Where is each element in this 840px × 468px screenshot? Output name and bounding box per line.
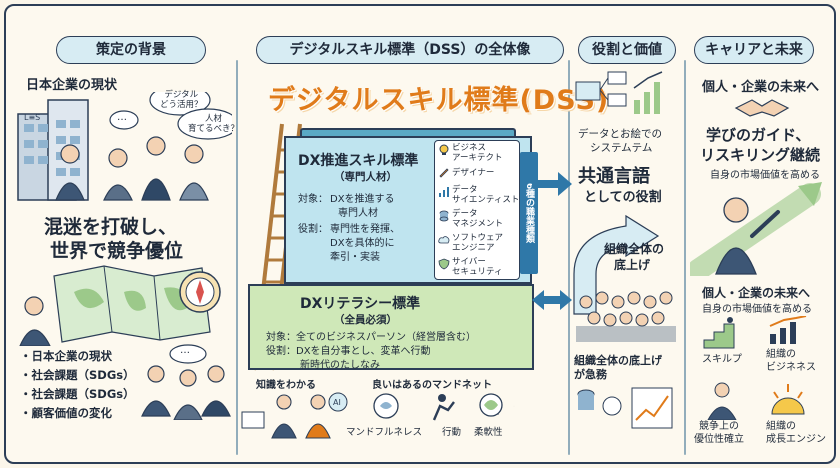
analytics-illustration (577, 387, 673, 429)
role-software-engineer: ソフトウェア エンジニア (452, 233, 504, 253)
arrow-text-1: 組織全体の (604, 242, 665, 256)
common-language: 共通言語 (578, 166, 650, 187)
growth-chart-icon (769, 316, 807, 344)
growth-arrow-crowd (573, 214, 676, 342)
dx-role-1: 専門性を発揮、 (330, 224, 400, 235)
data-caption-1: データとお絵での (578, 128, 662, 140)
slogan-line-1: 混迷を打破し、 (44, 216, 178, 238)
role-cyber-security: サイバー セキュリティ (452, 257, 503, 277)
org-uplift-2: が急務 (574, 368, 607, 381)
header-career: キャリアと未来 (694, 36, 814, 64)
career-guide-1: 学びのガイド、 (706, 126, 811, 144)
roles-list-box (434, 140, 520, 280)
career-item-2: 組織の ビジネネス (766, 349, 816, 373)
status-title: 日本企業の現状 (26, 78, 118, 93)
career-head-2: 個人・企業の未来へ (702, 286, 811, 300)
bullet-2: ・社会課題（SDGs） (20, 368, 135, 382)
dx-role-label: 役割： (298, 224, 328, 235)
dx-role-2: DXを具体的に (330, 238, 395, 249)
career-head: 個人・企業の未来へ (702, 80, 820, 95)
person-icon (707, 382, 737, 420)
header-background: 策定の背景 (56, 36, 206, 64)
handshake-icon (734, 99, 790, 117)
bullet-3: ・社会課題（SDGs） (20, 387, 135, 401)
mindset-item-1: マンドフルネレス (346, 427, 423, 438)
role-designer: デザイナー (452, 168, 495, 178)
business-people-illustration (141, 344, 231, 420)
building-sign: L≡S (24, 113, 41, 122)
data-system-illustration (575, 71, 663, 114)
dx-literacy-block (248, 284, 534, 370)
bubble-talent: 人材 育てるべき？ (188, 114, 240, 134)
office-building-illustration (17, 92, 232, 201)
literacy-subtitle: （全員必須） (334, 314, 397, 326)
divider-left (236, 60, 238, 455)
divider-middle (568, 60, 570, 455)
bubble-ellipsis-2: … (180, 345, 190, 356)
shield-icon (438, 258, 450, 270)
literacy-target: 対象：全てのビジネスパーソン（経営層含む） (266, 332, 476, 343)
bubble-digital: デジタル どう活用？ (160, 90, 203, 110)
career-item-4: 組織の 成長エンジン (766, 421, 826, 445)
career-item-3: 競争上の 優位性確立 (694, 421, 744, 445)
dx-role-3: 牽引・実装 (330, 252, 380, 263)
growing-person-illustration (690, 182, 822, 276)
mindset-item-3: 柔軟性 (474, 427, 503, 438)
arrow-text-2: 底上げ (614, 258, 651, 272)
flexibility-icon (479, 393, 503, 417)
mindset-item-2: 行動 (442, 427, 462, 438)
connector-arrows (532, 172, 572, 310)
dss-title: デジタルスキル標準(DSS) (261, 78, 616, 117)
dx-target-label: 対象： (298, 194, 328, 205)
bullet-1: ・日本企業の現状 (20, 349, 112, 363)
career-item-1: スキルプ (702, 354, 742, 365)
org-uplift-1: 組織全体の底上げ (574, 354, 662, 367)
sunrise-icon (771, 384, 805, 415)
database-icon (439, 210, 449, 222)
svg-text:AI: AI (333, 398, 341, 407)
slogan-line-2: 世界で競争優位 (50, 240, 184, 262)
cloud-icon (438, 236, 450, 244)
career-guide-sub: 自身の市場価値を高める (710, 170, 820, 181)
role-data-scientist: データ サイエンティスト (452, 185, 520, 205)
role-business-architect: ビジネス アーキテクト (452, 143, 503, 163)
literacy-title: DXリテラシー標準 (300, 296, 421, 312)
role-data-management: データ マネジメント (452, 209, 504, 229)
data-caption-2: システムテム (590, 142, 653, 154)
lightbulb-icon (439, 144, 449, 155)
bubble-ellipsis: … (117, 112, 127, 123)
bullet-4: ・顧客価値の変化 (20, 406, 112, 420)
header-roles: 役割と価値 (578, 36, 676, 64)
header-overview: デジタルスキル標準（DSS）の全体像 (256, 36, 564, 64)
dx-target-1: DXを推進する (330, 194, 395, 205)
career-guide-2: リスキリング継続 (700, 146, 821, 164)
bar-chart-icon (439, 187, 449, 197)
map-compass-illustration (19, 265, 221, 346)
career-sub-2: 自身の市場価値を高める (702, 304, 812, 315)
learning-people-illustration: AI (241, 392, 348, 439)
knowledge-label: 知識をわかる (256, 380, 316, 391)
dx-target-2: 専門人材 (338, 208, 378, 219)
stairs-icon (703, 317, 735, 349)
divider-right (684, 60, 686, 455)
literacy-role-2: 新時代のたしなみ (300, 360, 380, 371)
mindset-label: 良いはあるのマンドネット (372, 380, 492, 391)
pencil-icon (439, 168, 449, 178)
pyramid-cap (300, 128, 516, 138)
dx-title: DX推進スキル標準 (298, 153, 419, 169)
common-language-role: としての役割 (584, 190, 662, 205)
literacy-role: 役割：DXを自分事とし、変革へ行動 (266, 346, 431, 357)
dx-subtitle: （専門人材） (334, 171, 397, 183)
